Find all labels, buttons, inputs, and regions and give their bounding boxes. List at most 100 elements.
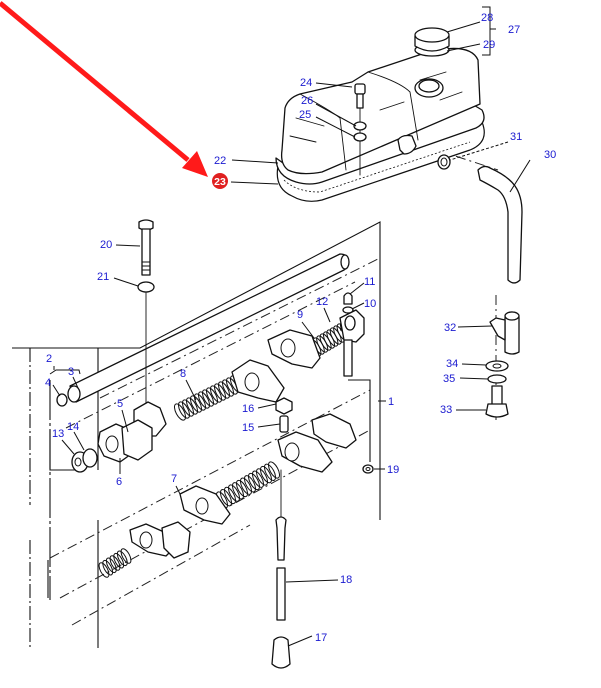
spring-coil (109, 555, 121, 571)
cover-bolt-part[interactable] (353, 83, 367, 176)
cover-bolt-shank (356, 93, 364, 109)
callout-7[interactable]: 7 (171, 473, 177, 485)
callout-32[interactable]: 32 (444, 322, 456, 334)
spring-coil (263, 463, 277, 481)
red-arrow-head (182, 151, 208, 177)
leader-32 (457, 325, 493, 328)
spring-coil (102, 559, 114, 576)
leader-22 (231, 159, 279, 164)
frame-top-edge (98, 221, 381, 520)
hose-bracket-part[interactable] (485, 311, 520, 418)
leader-23 (230, 181, 279, 185)
pedestal-bolt-part[interactable] (137, 219, 155, 411)
spring-coil (185, 397, 199, 415)
rocker-pedestal-lower[interactable] (161, 521, 191, 559)
bracket-27 (482, 6, 496, 56)
spring-coil (116, 550, 128, 567)
callout-18[interactable]: 18 (340, 574, 352, 586)
callout-28[interactable]: 28 (481, 12, 493, 24)
spring-coil (120, 548, 132, 564)
spring-washer-part[interactable] (71, 448, 98, 473)
callout-6[interactable]: 6 (116, 476, 122, 488)
callout-30[interactable]: 30 (544, 149, 556, 161)
spring-lower-right[interactable] (214, 460, 282, 510)
leader-18 (285, 579, 339, 583)
spring-washer-14 (82, 448, 98, 468)
spring-coil (173, 403, 187, 421)
spring-8[interactable] (172, 374, 244, 422)
callout-35[interactable]: 35 (443, 373, 455, 385)
callout-27[interactable]: 27 (508, 24, 520, 36)
callout-12[interactable]: 12 (316, 296, 328, 308)
rocker-arm-lower-right[interactable] (311, 413, 357, 449)
leader-9 (301, 321, 315, 339)
callout-3[interactable]: 3 (68, 366, 74, 378)
leader-29 (446, 43, 481, 52)
leader-5 (121, 409, 129, 433)
rocker-pedestal-part[interactable] (97, 401, 167, 463)
cover-bolt-head (354, 83, 366, 95)
leader-30 (509, 159, 531, 193)
callout-11[interactable]: 11 (364, 276, 375, 288)
callout-15[interactable]: 15 (242, 422, 254, 434)
callout-17[interactable]: 17 (315, 632, 327, 644)
callout-26[interactable]: 26 (301, 95, 313, 107)
callout-16[interactable]: 16 (242, 403, 254, 415)
rocker-shaft-end (67, 385, 81, 403)
rocker-shaft-part[interactable] (56, 253, 350, 407)
callout-8[interactable]: 8 (180, 368, 186, 380)
callout-19[interactable]: 19 (387, 464, 399, 476)
spring-coil (239, 477, 253, 495)
callout-23-highlight[interactable]: 23 (212, 173, 228, 189)
filler-cap-part[interactable] (414, 27, 450, 57)
callout-23[interactable]: 23 (214, 176, 226, 188)
push-rod-upper (275, 516, 287, 561)
spring-coil (255, 468, 269, 486)
spring-coil (219, 489, 233, 507)
leader-25 (315, 116, 356, 138)
callout-4[interactable]: 4 (45, 377, 51, 389)
spring-coil (217, 381, 231, 399)
shaft-end-bracket-part[interactable] (339, 292, 365, 377)
shaft-plug (56, 393, 68, 407)
rocker-pedestal-6 (121, 419, 153, 461)
rocker-arm-lower-7-bore (195, 497, 209, 515)
sealing-washer-part[interactable] (362, 464, 374, 474)
callout-25[interactable]: 25 (299, 109, 311, 121)
callout-22[interactable]: 22 (214, 155, 226, 167)
spring-coil (267, 461, 281, 479)
rocker-arm-upper-1-bore (244, 372, 260, 392)
callout-13[interactable]: 13 (52, 428, 64, 440)
callout-9[interactable]: 9 (297, 309, 303, 321)
bracket-2 (49, 366, 81, 375)
callout-31[interactable]: 31 (510, 131, 522, 143)
rocker-arm-lower-mid-bore (284, 442, 300, 462)
callout-20[interactable]: 20 (100, 239, 112, 251)
callout-24[interactable]: 24 (300, 77, 312, 89)
callout-21[interactable]: 21 (97, 271, 109, 283)
adjuster-screw-part[interactable] (275, 397, 293, 433)
callout-1[interactable]: 1 (388, 396, 394, 408)
breather-hose-part[interactable] (437, 154, 523, 284)
rocker-arm-lower-mid[interactable] (277, 431, 333, 473)
callout-2[interactable]: 2 (46, 353, 52, 365)
callout-14[interactable]: 14 (67, 421, 79, 433)
spring-lower-left[interactable] (97, 547, 133, 579)
valve-cover-part[interactable] (275, 47, 485, 202)
callout-10[interactable]: 10 (364, 298, 376, 310)
spring-coil (193, 393, 207, 411)
callout-33[interactable]: 33 (440, 404, 452, 416)
oil-feed-pipe (343, 339, 353, 377)
callout-5[interactable]: 5 (117, 398, 123, 410)
leader-lines (49, 6, 531, 647)
spring-coil (243, 475, 257, 493)
callout-29[interactable]: 29 (483, 39, 495, 51)
spring-coil (113, 552, 125, 569)
spring-coil (231, 482, 245, 500)
leader-10 (351, 302, 365, 310)
callout-34[interactable]: 34 (446, 358, 458, 370)
adjuster-screw-15 (279, 415, 289, 433)
push-rod-part[interactable] (271, 469, 291, 669)
valve-cover-edge-right (367, 71, 419, 141)
leader-16 (257, 403, 277, 409)
